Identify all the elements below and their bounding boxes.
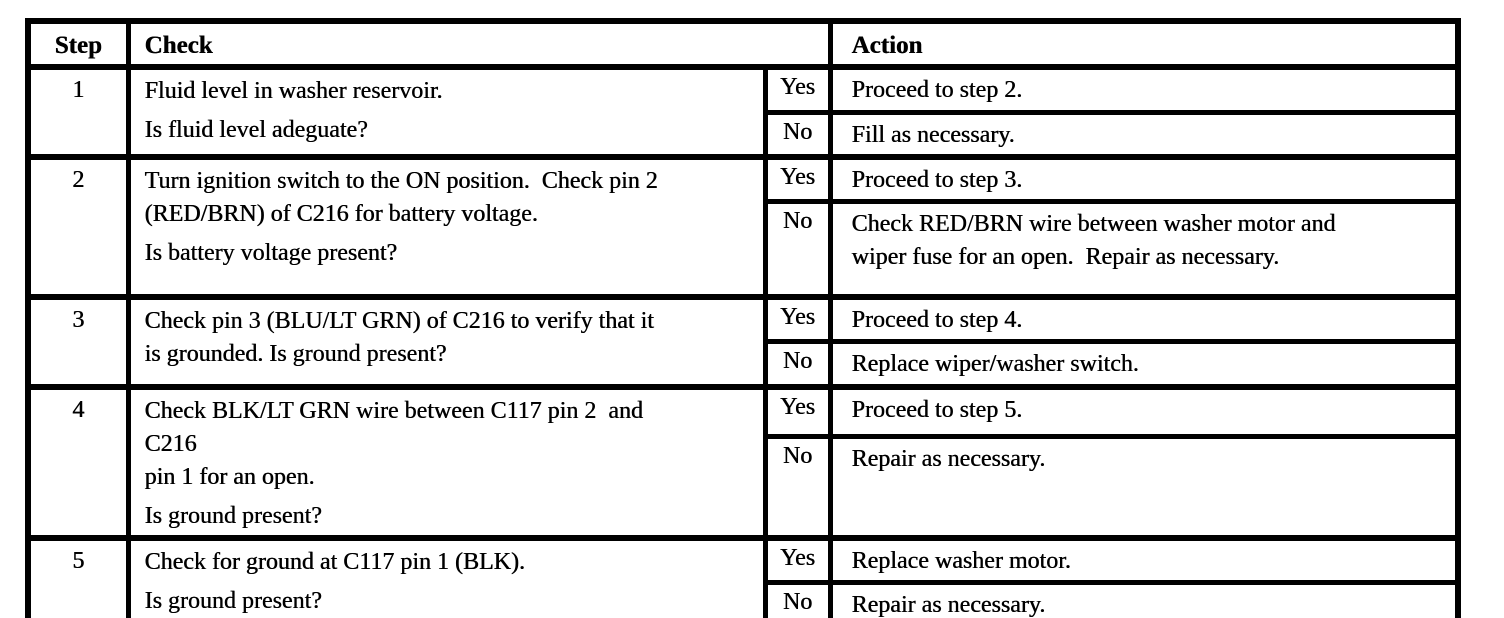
action-text: wiper fuse for an open. Repair as necess… [851,243,1280,270]
action-text: Check RED/BRN wire between washer motor … [851,210,1336,237]
action-text: Repair as necessary. [851,591,1046,618]
check-cell: Check pin 3 (BLU/LT GRN) of C216 to veri… [125,294,768,389]
check-text: C216 [144,430,197,457]
check-text: Turn ignition switch to the ON position.… [144,167,658,194]
action-no-cell: Replace wiper/washer switch. [827,339,1461,389]
action-yes-cell: Proceed to step 3. [827,153,1461,204]
check-cell: Check for ground at C117 pin 1 (BLK). Is… [125,534,768,618]
step-number: 4 [25,383,131,540]
step-number: 3 [25,294,131,389]
action-text: Fill as necessary. [851,121,1015,148]
action-no-cell: Repair as necessary. [827,579,1461,618]
column-header-action: Action [827,18,1461,70]
action-text: Proceed to step 3. [851,166,1023,193]
action-text: Replace wiper/washer switch. [851,351,1139,377]
check-text: (RED/BRN) of C216 for battery voltage. [144,200,538,227]
yes-label: Yes [762,294,833,344]
step-number: 5 [25,534,131,618]
table-row-step3-no: No Replace wiper/washer switch. [28,339,1461,389]
action-text: Proceed to step 2. [851,77,1023,103]
table-row-step1-no: No Fill as necessary. [28,109,1461,159]
action-yes-cell: Proceed to step 4. [827,294,1461,344]
action-yes-cell: Proceed to step 2. [827,64,1461,115]
check-text: pin 1 for an open. [144,463,315,490]
check-text: Check for ground at C117 pin 1 (BLK). [144,548,525,575]
no-label: No [762,198,833,300]
action-text: Proceed to step 4. [851,307,1023,333]
check-question: Is ground present? [144,502,322,529]
action-no-cell: Repair as necessary. [827,433,1461,541]
yes-label: Yes [762,383,833,439]
check-question: Is ground present? [144,587,322,614]
action-no-cell: Check RED/BRN wire between washer motor … [827,198,1461,300]
table-row-step4-no: No Repair as necessary. [28,433,1461,541]
check-cell: Fluid level in washer reservoir. Is flui… [125,64,768,159]
column-header-check: Check [125,18,833,70]
action-text: Replace washer motor. [851,547,1071,574]
action-yes-cell: Replace washer motor. [827,534,1461,585]
check-cell: Check BLK/LT GRN wire between C117 pin 2… [125,383,768,540]
step-number: 2 [25,153,131,300]
table-row-step1: 1 Fluid level in washer reservoir. Is fl… [25,64,1461,159]
table-row-step5-no: No Repair as necessary. [28,579,1461,618]
diagnostic-table: Step Check Action 1 Fluid level in washe… [25,18,1461,618]
check-question: Is battery voltage present? [144,239,398,266]
column-header-step: Step [25,18,131,70]
check-cell: Turn ignition switch to the ON position.… [125,153,768,300]
table-row-step4: 4 Check BLK/LT GRN wire between C117 pin… [25,383,1461,540]
table-row-step5: 5 Check for ground at C117 pin 1 (BLK). … [25,534,1461,618]
table-row-step2: 2 Turn ignition switch to the ON positio… [25,153,1461,300]
no-label: No [762,339,833,389]
no-label: No [762,433,833,541]
action-no-cell: Fill as necessary. [827,109,1461,159]
table-row-step3: 3 Check pin 3 (BLU/LT GRN) of C216 to ve… [25,294,1461,389]
yes-label: Yes [762,534,833,585]
action-text: Repair as necessary. [851,445,1046,472]
header-row: Step Check Action [25,18,1461,70]
yes-label: Yes [762,64,833,115]
yes-label: Yes [762,153,833,204]
step-number: 1 [25,64,131,159]
check-text: Fluid level in washer reservoir. [144,78,443,104]
action-text: Proceed to step 5. [851,396,1023,423]
action-yes-cell: Proceed to step 5. [827,383,1461,439]
check-question: Is fluid level adeguate? [144,117,368,143]
check-text: Check pin 3 (BLU/LT GRN) of C216 to veri… [144,308,654,334]
check-text: is grounded. Is ground present? [144,341,447,367]
table-row-step2-no: No Check RED/BRN wire between washer mot… [28,198,1461,300]
check-text: Check BLK/LT GRN wire between C117 pin 2… [144,397,643,424]
no-label: No [762,109,833,159]
no-label: No [762,579,833,618]
